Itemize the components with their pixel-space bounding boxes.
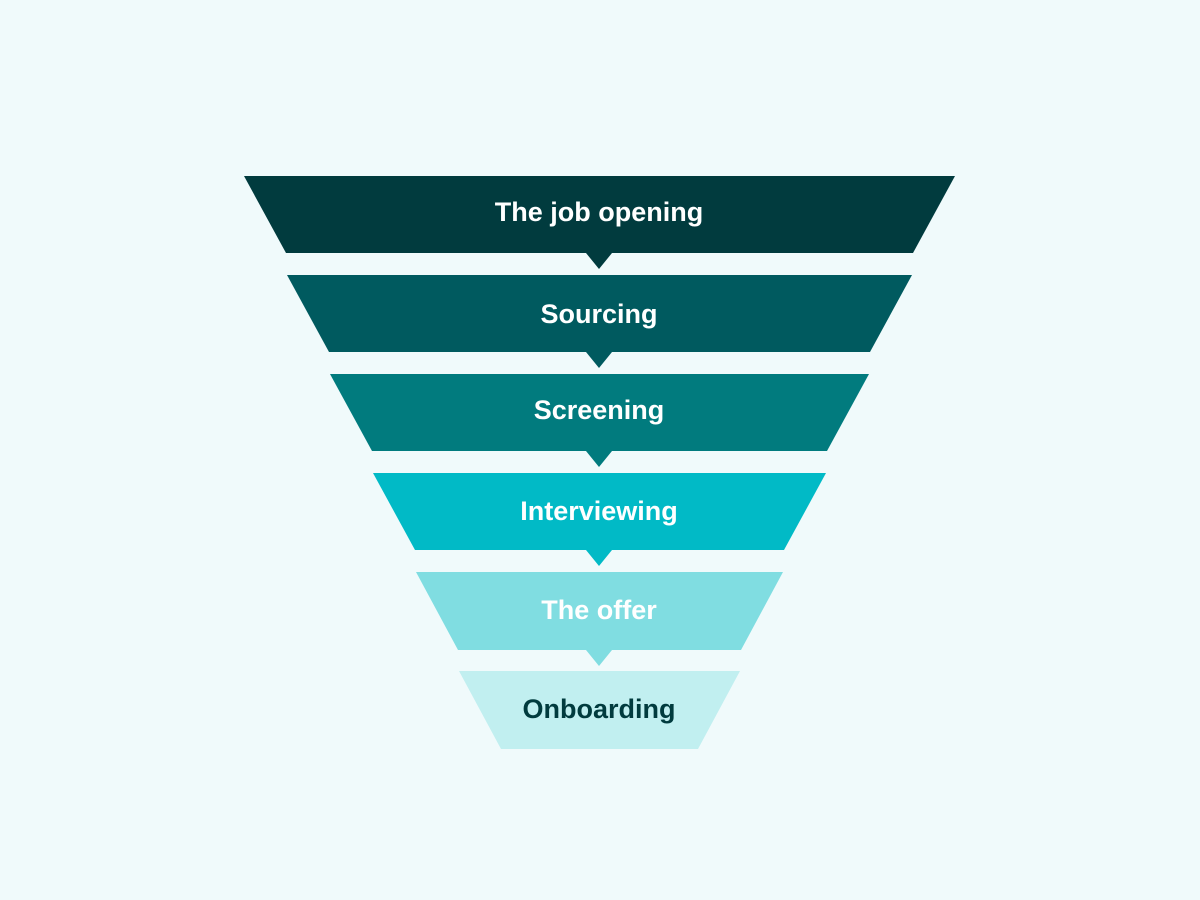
- funnel-band-3: [330, 374, 869, 451]
- funnel-pointer-1: [586, 253, 612, 269]
- funnel-band-4: [373, 473, 826, 550]
- stage-label-the-job-opening: The job opening: [495, 197, 703, 227]
- funnel-band-2: [287, 275, 912, 352]
- stage-label-onboarding: Onboarding: [523, 694, 676, 724]
- funnel-stage-the-job-opening: The job opening: [244, 176, 955, 269]
- funnel-band-5: [416, 572, 783, 650]
- funnel-stage-sourcing: Sourcing: [287, 275, 912, 368]
- funnel-pointer-3: [586, 451, 612, 467]
- funnel-pointer-4: [586, 550, 612, 566]
- stage-label-screening: Screening: [534, 395, 665, 425]
- funnel-pointer-2: [586, 352, 612, 368]
- funnel-stage-the-offer: The offer: [416, 572, 783, 666]
- funnel-stage-onboarding: Onboarding: [459, 671, 740, 749]
- funnel-band-6: [459, 671, 740, 749]
- stage-label-interviewing: Interviewing: [520, 496, 678, 526]
- funnel-band-1: [244, 176, 955, 253]
- funnel-stage-screening: Screening: [330, 374, 869, 467]
- funnel-pointer-5: [586, 650, 612, 666]
- stage-label-the-offer: The offer: [541, 595, 657, 625]
- stage-label-sourcing: Sourcing: [540, 299, 657, 329]
- funnel-stage-interviewing: Interviewing: [373, 473, 826, 566]
